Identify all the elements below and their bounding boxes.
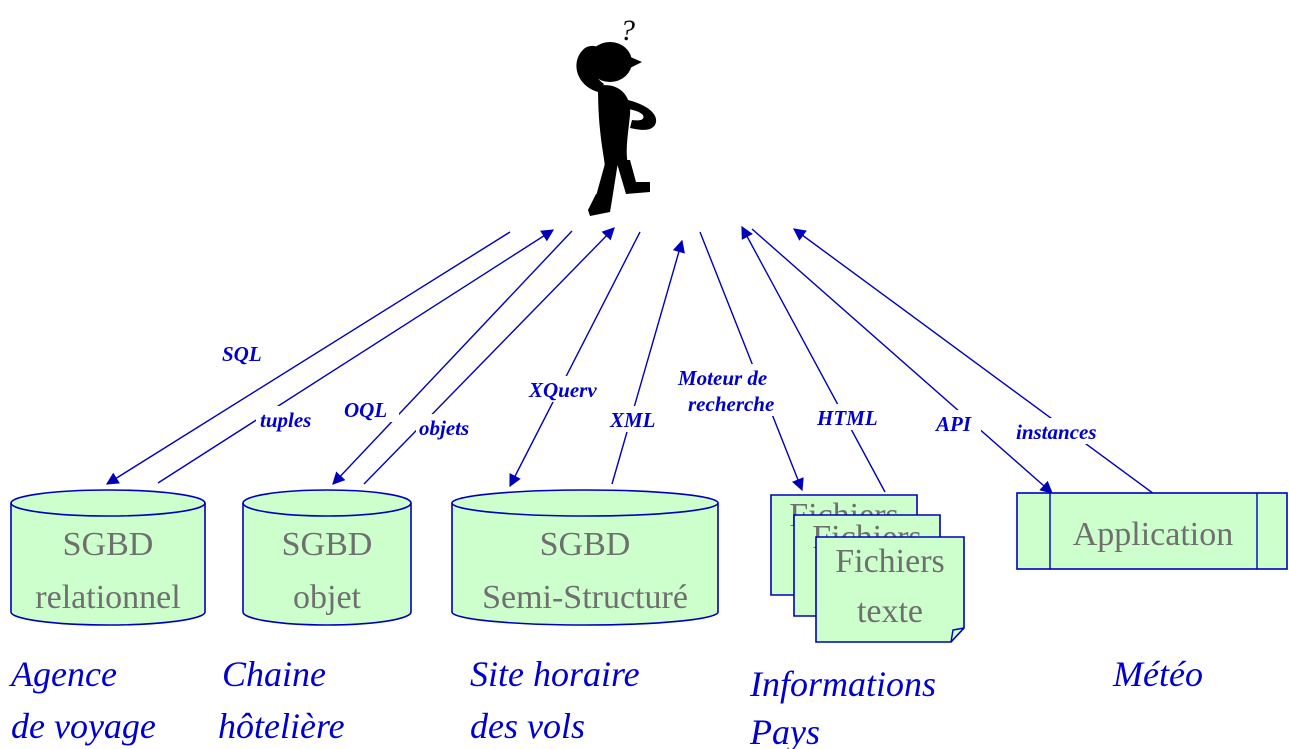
source-meteo: Météo bbox=[1112, 654, 1203, 694]
label-moteur-line1: Moteur de bbox=[677, 366, 767, 390]
connector-lines bbox=[105, 225, 1155, 495]
edge-labels: SQL tuples OQL objets XQuerv XML Moteur … bbox=[218, 340, 1122, 444]
file-doc-front: Fichiers texte bbox=[815, 536, 965, 643]
arrow-objets bbox=[363, 227, 615, 485]
database-relationnel: SGBD relationnel bbox=[10, 489, 206, 626]
source-names: Agence de voyage Chaine hôtelière Site h… bbox=[9, 654, 1203, 749]
label-sql: SQL bbox=[222, 342, 262, 366]
text-files-stack: Fichiers Fichiers Fichiers texte bbox=[770, 494, 965, 643]
arrow-moteur bbox=[699, 231, 804, 492]
label-moteur-line2: recherche bbox=[688, 392, 774, 416]
arrow-sql bbox=[105, 231, 511, 485]
application-label: Application bbox=[1073, 516, 1234, 553]
database-objet: SGBD objet bbox=[242, 489, 412, 626]
source-agence-line1: Agence bbox=[9, 654, 117, 694]
question-mark: ? bbox=[620, 14, 635, 47]
source-infos-line2: Pays bbox=[749, 712, 820, 749]
label-instances: instances bbox=[1016, 420, 1097, 444]
label-objets: objets bbox=[419, 416, 469, 440]
arrow-instances bbox=[792, 228, 1155, 495]
label-api: API bbox=[934, 412, 972, 436]
source-chaine-line2: hôtelière bbox=[218, 706, 345, 746]
label-xquery: XQuerv bbox=[528, 378, 597, 402]
relationnel-line2: relationnel bbox=[35, 579, 180, 616]
application-box: Application bbox=[1016, 492, 1288, 570]
label-oql: OQL bbox=[344, 398, 387, 422]
arrow-html bbox=[741, 225, 886, 493]
source-agence-line2: de voyage bbox=[11, 706, 156, 746]
objet-line1: SGBD bbox=[282, 526, 373, 563]
file-front-line1: Fichiers bbox=[835, 543, 945, 580]
label-xml: XML bbox=[609, 408, 656, 432]
arrow-oql bbox=[332, 230, 573, 485]
arrow-api bbox=[751, 228, 1053, 494]
source-chaine-line1: Chaine bbox=[222, 654, 326, 694]
thinking-person-icon: ? bbox=[576, 14, 657, 216]
relationnel-line1: SGBD bbox=[63, 526, 154, 563]
label-tuples: tuples bbox=[260, 408, 311, 432]
source-site-line2: des vols bbox=[470, 706, 585, 746]
source-site-line1: Site horaire bbox=[470, 654, 640, 694]
arrow-xml bbox=[611, 239, 685, 485]
arrow-tuples bbox=[157, 229, 555, 484]
arrow-xquery bbox=[509, 231, 641, 488]
label-html: HTML bbox=[816, 406, 878, 430]
file-front-line2: texte bbox=[857, 593, 923, 630]
database-semi-structure: SGBD Semi-Structuré bbox=[451, 489, 719, 626]
objet-line2: objet bbox=[293, 579, 362, 616]
semi-line2: Semi-Structuré bbox=[482, 579, 688, 616]
source-infos-line1: Informations bbox=[749, 664, 936, 704]
semi-line1: SGBD bbox=[540, 526, 631, 563]
